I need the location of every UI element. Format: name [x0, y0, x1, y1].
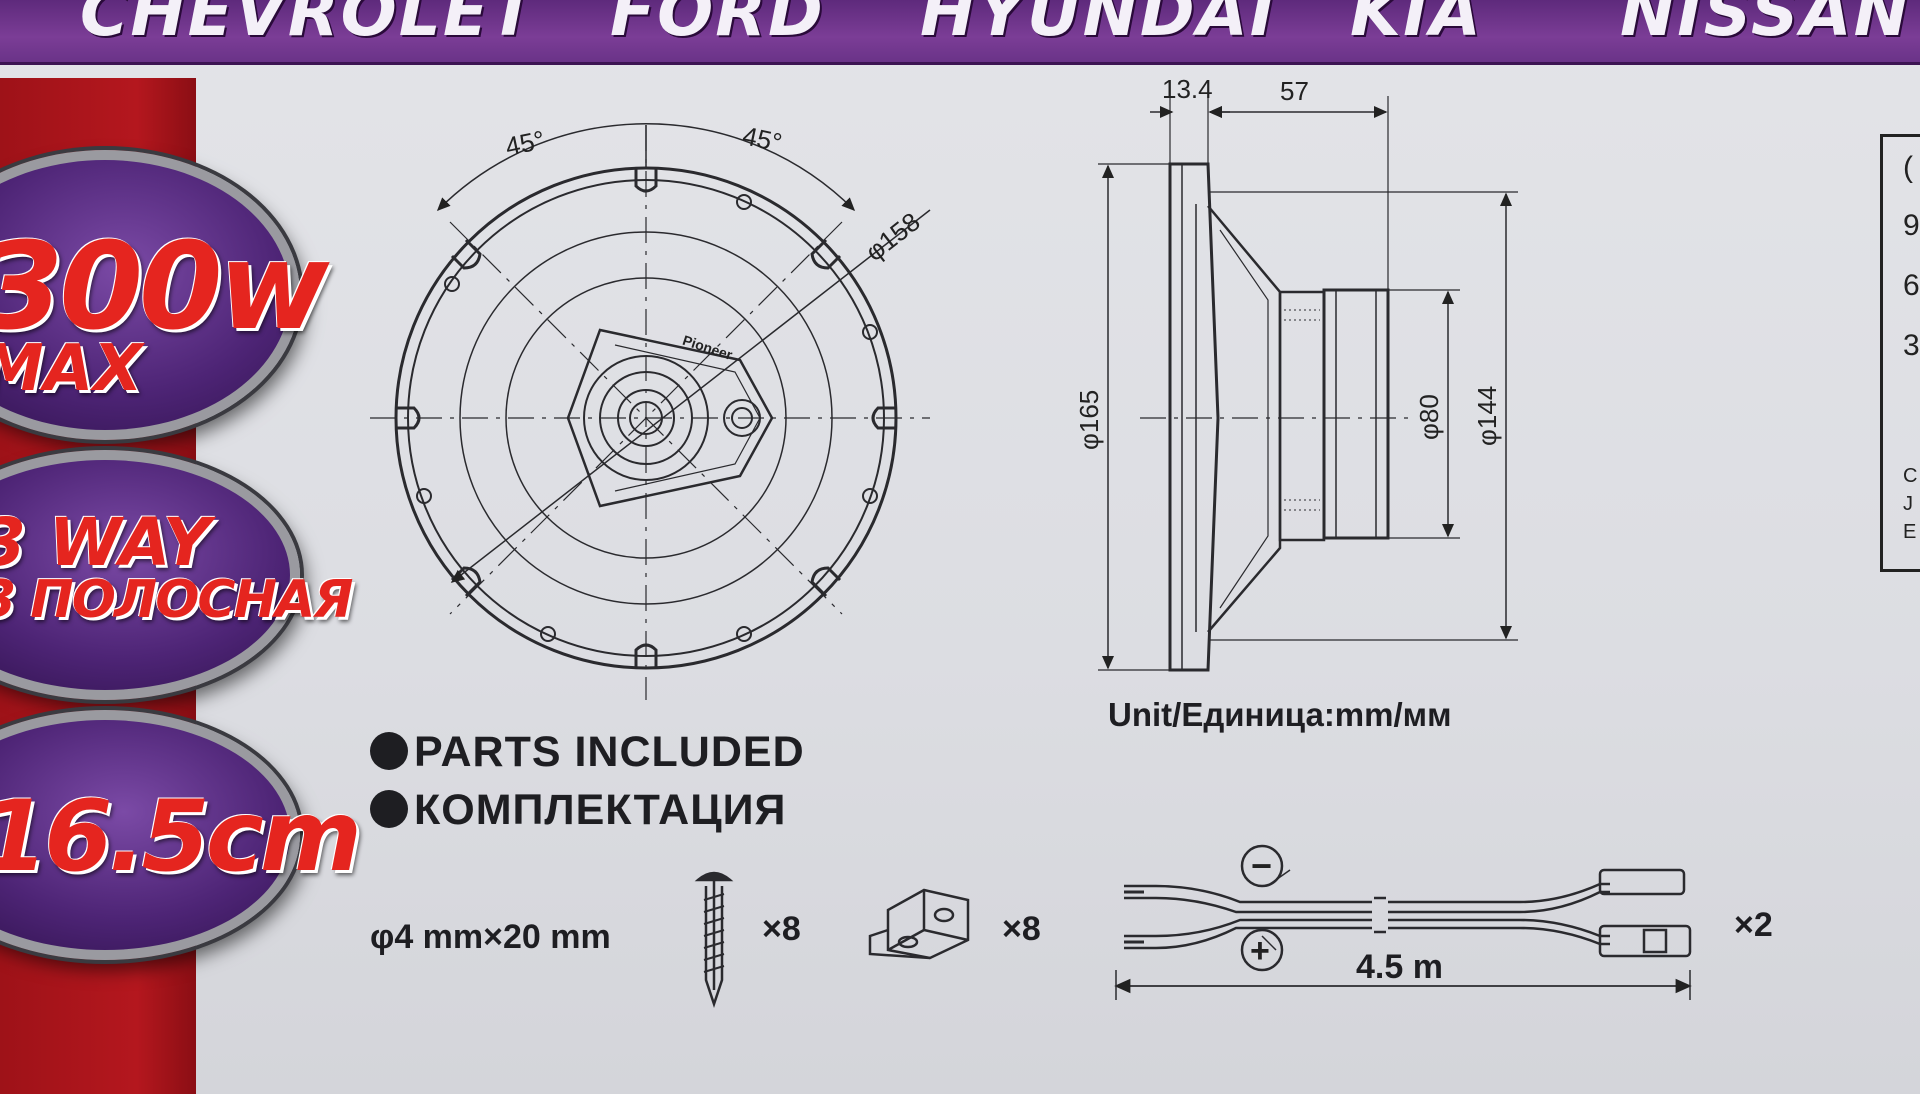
parts-title-en: PARTS INCLUDED — [370, 728, 805, 777]
front-view-labels: 45° 45° φ158 Pioneer — [503, 120, 926, 363]
outer-diameter-label: φ165 — [1074, 390, 1104, 450]
cable-quantity: ×2 — [1734, 906, 1773, 944]
power-sub: MAX — [0, 332, 143, 406]
screw-quantity: ×8 — [762, 910, 801, 948]
size-value: 16.5cm — [0, 780, 362, 894]
brand-ford: FORD — [610, 0, 825, 51]
way-value: 3 WAY — [0, 504, 211, 581]
magnet-diameter-label: φ80 — [1414, 394, 1444, 440]
power-badge: 300w MAX — [0, 150, 329, 440]
spec-cell: 3 — [1903, 329, 1920, 362]
angle-left-label: 45° — [503, 124, 548, 162]
brand-nissan: NISSAN — [1620, 0, 1911, 51]
plus-symbol: + — [1250, 932, 1270, 970]
minus-symbol: − — [1251, 845, 1272, 886]
plus-terminal-icon — [1240, 928, 1284, 972]
brand-band: CHEVROLET FORD HYUNDAI KIA NISSAN — [0, 0, 1920, 65]
bullet-icon — [370, 790, 408, 828]
cutout-diameter-label: φ144 — [1472, 386, 1502, 446]
power-value: 300w — [0, 218, 329, 357]
bracket-quantity: ×8 — [1002, 910, 1041, 948]
screw-spec: φ4 mm×20 mm — [370, 918, 611, 956]
screw-illustration — [694, 871, 734, 1008]
speaker-front-view — [370, 123, 931, 700]
depth-mount-label: 13.4 — [1162, 74, 1213, 104]
depth-body-label: 57 — [1280, 76, 1309, 106]
way-badge: 3 WAY 3 ПОЛОСНАЯ — [0, 450, 353, 700]
spec-cell: 6 — [1903, 269, 1920, 302]
size-badge: 16.5cm — [0, 710, 362, 960]
parts-title-ru: КОМПЛЕКТАЦИЯ — [370, 786, 786, 835]
unit-label: Unit/Единица:mm/мм — [1108, 696, 1452, 733]
brand-hyundai: HYUNDAI — [920, 0, 1277, 51]
brand-kia: KIA — [1350, 0, 1483, 51]
minus-terminal-icon — [1240, 844, 1284, 888]
spec-cell: J — [1903, 493, 1913, 515]
spec-table-partial: ( 96 6 3 C J E — [1880, 134, 1920, 572]
side-view-labels: 13.4 57 φ165 φ80 φ144 — [1074, 74, 1502, 450]
spec-cell: 96 — [1903, 209, 1920, 242]
cable-length: 4.5 m — [1356, 948, 1443, 986]
spec-cell: C — [1903, 465, 1918, 487]
bracket-illustration — [868, 888, 970, 960]
angle-right-label: 45° — [740, 120, 785, 158]
brand-chevrolet: CHEVROLET — [80, 0, 537, 51]
spec-cell: ( — [1903, 151, 1913, 184]
bullet-icon — [370, 732, 408, 770]
cable-illustration — [1114, 844, 1692, 1000]
speaker-side-view — [1098, 96, 1518, 672]
way-value-ru: 3 ПОЛОСНАЯ — [0, 570, 353, 630]
spec-cell: E — [1903, 521, 1917, 543]
